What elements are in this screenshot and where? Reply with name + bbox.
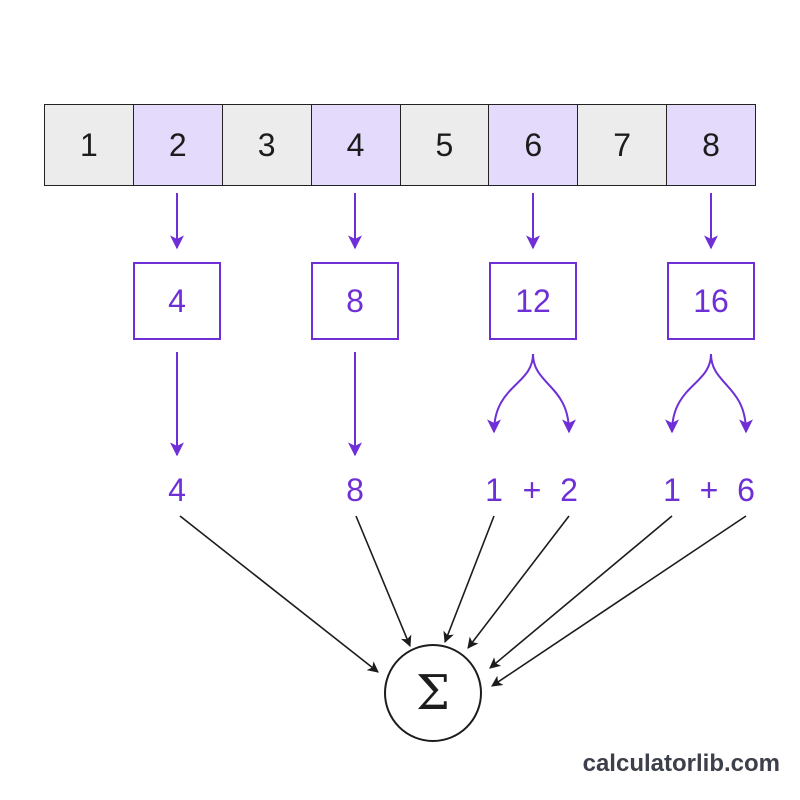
digit-cell-5: 5	[400, 105, 490, 185]
arrow-term-1b-to-sum	[489, 515, 673, 669]
arrow-term-6-to-sum	[491, 515, 747, 687]
arrow-term-2-to-sum	[467, 515, 570, 649]
digit-cell-1: 1	[45, 105, 134, 185]
term-16-digit-6: 6	[737, 472, 755, 508]
term-16-digit-1: 1	[663, 472, 681, 508]
arrow-term-8-to-sum	[355, 515, 412, 648]
arrow-box-16-split-left	[665, 353, 712, 434]
arrow-term-1a-to-sum	[443, 515, 495, 644]
term-12-digit-1: 1	[485, 472, 503, 508]
arrow-box-16-split-right	[710, 353, 753, 434]
term-12-digit-2: 2	[560, 472, 578, 508]
doubled-box-1: 4	[133, 262, 221, 340]
arrow-box-12-split-right	[532, 353, 576, 434]
term-4: 4	[168, 472, 186, 508]
digit-cell-3: 3	[222, 105, 312, 185]
term-16-plus: +	[699, 472, 719, 508]
term-12-plus: +	[522, 472, 542, 508]
digit-cell-6-highlighted: 6	[489, 105, 579, 185]
sigma-icon: Σ	[416, 665, 450, 721]
digit-cell-2-highlighted: 2	[133, 105, 223, 185]
watermark: calculatorlib.com	[582, 750, 780, 777]
sum-node: Σ	[384, 644, 482, 742]
term-8: 8	[346, 472, 364, 508]
doubled-box-2: 8	[311, 262, 399, 340]
digit-cell-4-highlighted: 4	[311, 105, 401, 185]
doubled-box-4: 16	[667, 262, 755, 340]
arrow-box-12-split-left	[487, 353, 534, 434]
digit-cell-7: 7	[578, 105, 668, 185]
digit-cell-8-highlighted: 8	[667, 105, 755, 185]
doubled-box-3: 12	[489, 262, 577, 340]
arrow-term-4-to-sum	[179, 515, 379, 673]
digit-row: 1 2 3 4 5 6 7 8	[44, 104, 756, 186]
